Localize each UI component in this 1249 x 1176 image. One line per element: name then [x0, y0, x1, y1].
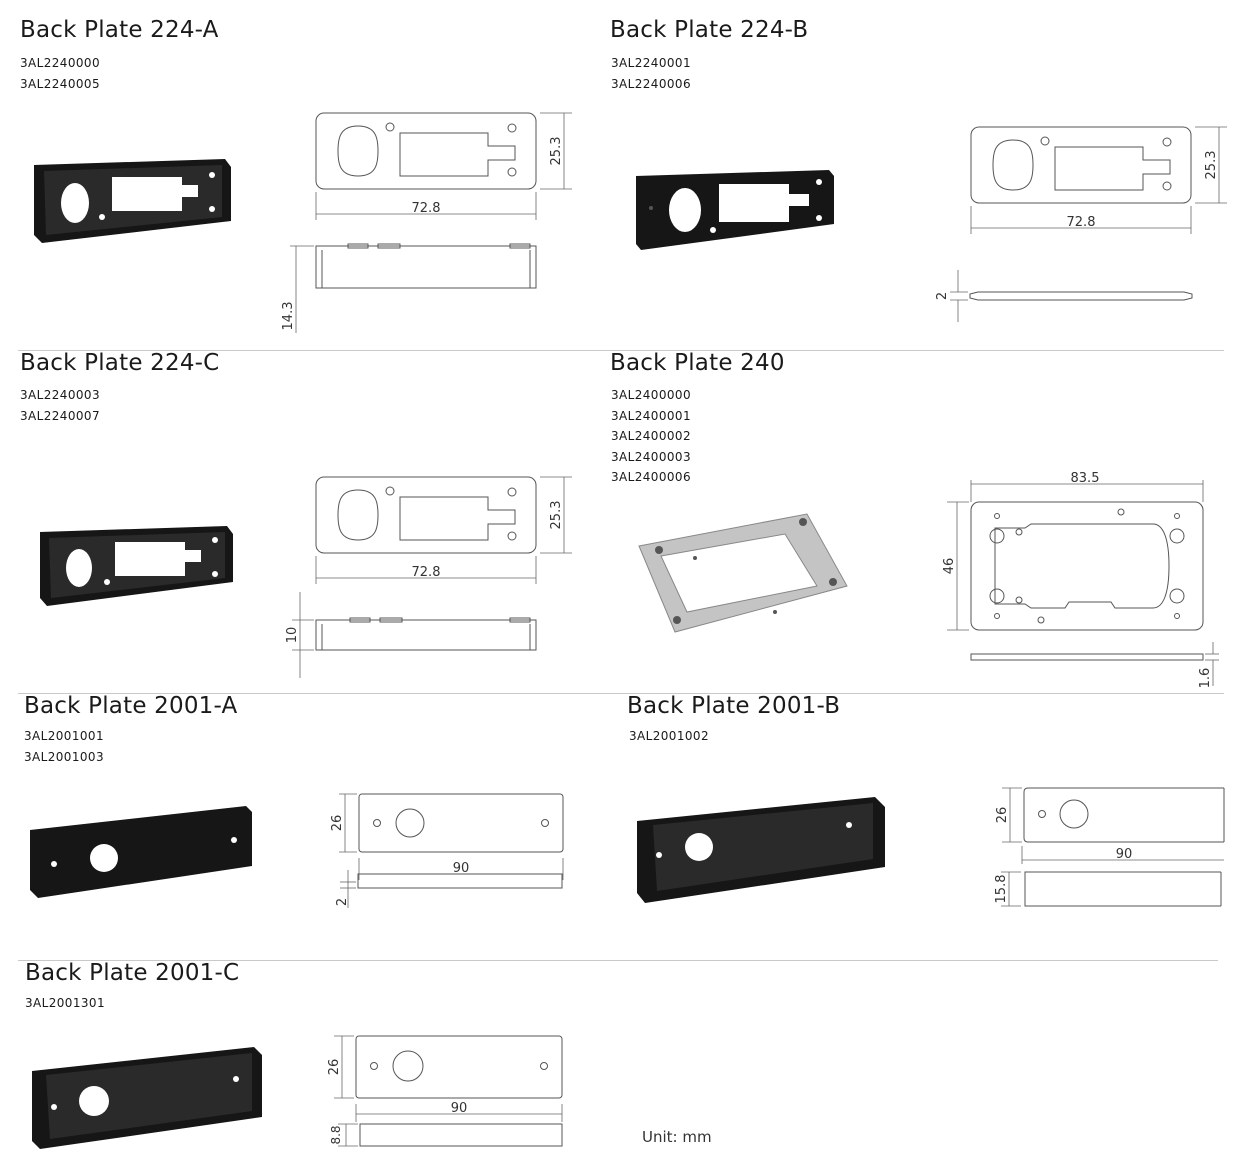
part-code: 3AL2001003	[24, 749, 104, 764]
dim-width: 72.8	[1067, 215, 1096, 230]
top-view-drawing: 25.3 72.8	[315, 112, 572, 220]
product-photo	[32, 1047, 262, 1149]
side-view-drawing: 14.3	[281, 243, 537, 333]
part-codes: 3AL2240003 3AL2240007	[20, 385, 100, 426]
side-view-drawing: 2	[935, 270, 1193, 322]
part-code: 3AL2240001	[611, 56, 691, 70]
part-code: 3AL2001301	[25, 996, 105, 1010]
part-code: 3AL2400001	[611, 408, 691, 423]
part-code: 3AL2240005	[20, 76, 100, 91]
dim-width: 72.8	[412, 201, 441, 216]
section-title: Back Plate 224-C	[20, 350, 220, 376]
part-code: 3AL2001001	[24, 729, 104, 743]
product-photo	[637, 797, 885, 903]
section-divider	[18, 693, 1224, 694]
top-view-drawing: 25.3 72.8	[315, 476, 572, 584]
top-view-drawing: 26 90	[995, 787, 1225, 864]
dim-height: 25.3	[549, 501, 564, 530]
dim-height: 26	[995, 807, 1010, 824]
side-view-drawing: 1.6	[970, 642, 1219, 689]
part-code: 3AL2400002	[611, 429, 691, 443]
dim-depth: 14.3	[281, 302, 296, 331]
side-view-drawing: 15.8	[994, 871, 1222, 907]
part-codes: 3AL2001002	[629, 726, 709, 747]
section-title: Back Plate 224-B	[610, 17, 809, 43]
dim-height: 25.3	[1204, 151, 1219, 180]
product-photo	[636, 170, 834, 250]
section-title: Back Plate 2001-C	[25, 960, 240, 986]
side-view-drawing: 8.8	[329, 1123, 563, 1147]
dim-depth: 10	[285, 627, 300, 644]
part-code: 3AL2240006	[611, 76, 691, 91]
section-divider	[18, 350, 1224, 351]
dim-depth: 2	[935, 292, 950, 300]
part-codes: 3AL2001301	[25, 993, 105, 1014]
dim-height: 46	[942, 558, 957, 575]
part-code: 3AL2400000	[611, 388, 691, 402]
part-codes: 3AL2240001 3AL2240006	[611, 53, 691, 94]
part-code: 3AL2400006	[611, 470, 691, 484]
part-code: 3AL2240000	[20, 56, 100, 70]
part-code: 3AL2001002	[629, 729, 709, 743]
top-view-drawing: 26 90	[327, 1035, 563, 1122]
side-view-drawing: 2	[335, 870, 563, 908]
dim-width: 72.8	[412, 565, 441, 580]
dim-depth: 8.8	[329, 1125, 343, 1144]
part-codes: 3AL2001001 3AL2001003	[24, 726, 104, 767]
part-codes: 3AL2400000 3AL2400001 3AL2400002 3AL2400…	[611, 385, 691, 488]
section-title: Back Plate 240	[610, 350, 785, 376]
dim-depth: 15.8	[994, 875, 1009, 904]
dim-depth: 1.6	[1198, 668, 1213, 689]
dim-width: 90	[453, 861, 470, 876]
top-view-drawing: 25.3 72.8	[970, 126, 1227, 234]
section-divider	[18, 960, 1218, 961]
unit-note: Unit: mm	[642, 1128, 712, 1146]
product-photo	[40, 526, 233, 606]
section-title: Back Plate 2001-A	[24, 693, 238, 719]
part-codes: 3AL2240000 3AL2240005	[20, 53, 100, 94]
product-photo	[34, 159, 231, 243]
dim-depth: 2	[335, 898, 350, 906]
dim-height: 25.3	[549, 137, 564, 166]
product-photo	[638, 513, 848, 633]
top-view-drawing: 83.5 46	[942, 471, 1204, 631]
part-code: 3AL2240003	[20, 388, 100, 402]
section-title: Back Plate 2001-B	[627, 693, 841, 719]
dim-height: 26	[327, 1059, 342, 1076]
dim-height: 26	[330, 815, 345, 832]
side-view-drawing: 10	[285, 592, 537, 678]
section-title: Back Plate 224-A	[20, 17, 219, 43]
product-photo	[30, 806, 252, 898]
dim-width: 90	[451, 1101, 468, 1116]
dim-width: 90	[1116, 847, 1133, 862]
dim-width: 83.5	[1071, 471, 1100, 486]
part-code: 3AL2240007	[20, 408, 100, 423]
part-code: 3AL2400003	[611, 449, 691, 464]
